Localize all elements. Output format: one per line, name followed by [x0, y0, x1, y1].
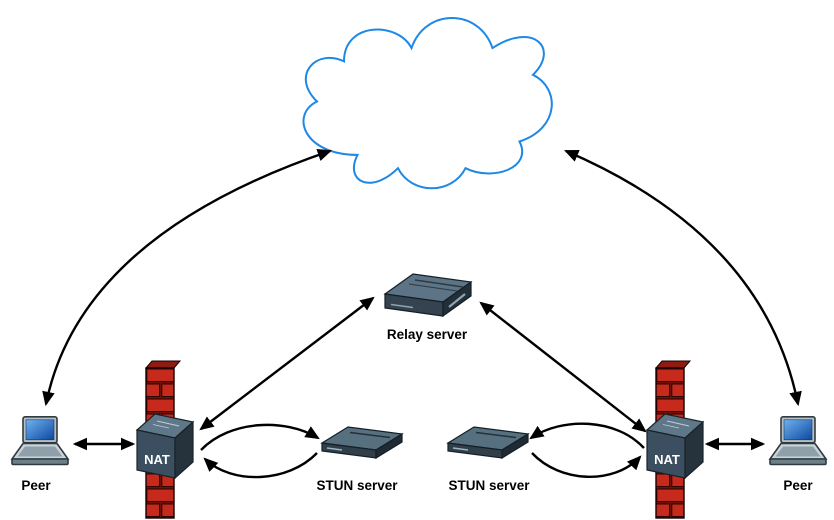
peer-left-node: Peer [11, 416, 69, 493]
nat-right-node: NAT [646, 360, 704, 519]
nat-cube-icon [646, 413, 704, 479]
nat-cube-icon [136, 413, 194, 479]
connections [42, 148, 802, 479]
connection-nat-right-relay-server [479, 301, 647, 433]
stun-server-left-label: STUN server [316, 478, 398, 493]
peer-right-node: Peer [769, 416, 827, 493]
nat-left-label: NAT [144, 452, 170, 467]
stun-server-right-label: STUN server [448, 478, 530, 493]
connection-peer-right-cloud [564, 149, 802, 407]
connection-stun-left-nat-left-response [203, 452, 318, 479]
firewall-top-edge [144, 360, 182, 369]
stun-server-right-node: STUN server [447, 426, 530, 493]
laptop-icon [11, 416, 69, 466]
connection-nat-left-stun-left-request [200, 423, 320, 451]
stun-server-left-node: STUN server [316, 426, 403, 493]
firewall-top-edge [654, 360, 692, 369]
relay-server-label: Relay server [387, 327, 468, 342]
server-icon [383, 272, 473, 318]
nat-right-label: NAT [654, 452, 680, 467]
laptop-icon [769, 416, 827, 466]
server-icon [321, 426, 403, 459]
connection-nat-right-stun-right-request [529, 422, 645, 449]
nat-left-node: NAT [136, 360, 194, 519]
peer-right-label: Peer [783, 478, 813, 493]
connection-nat-left-relay-server [199, 296, 375, 431]
relay-server-node: Relay server [383, 272, 473, 342]
server-icon [447, 426, 529, 459]
internet-cloud-shape [302, 17, 553, 190]
connection-peer-left-cloud [42, 148, 333, 407]
connection-stun-right-nat-right-response [531, 452, 642, 478]
peer-left-label: Peer [21, 478, 51, 493]
